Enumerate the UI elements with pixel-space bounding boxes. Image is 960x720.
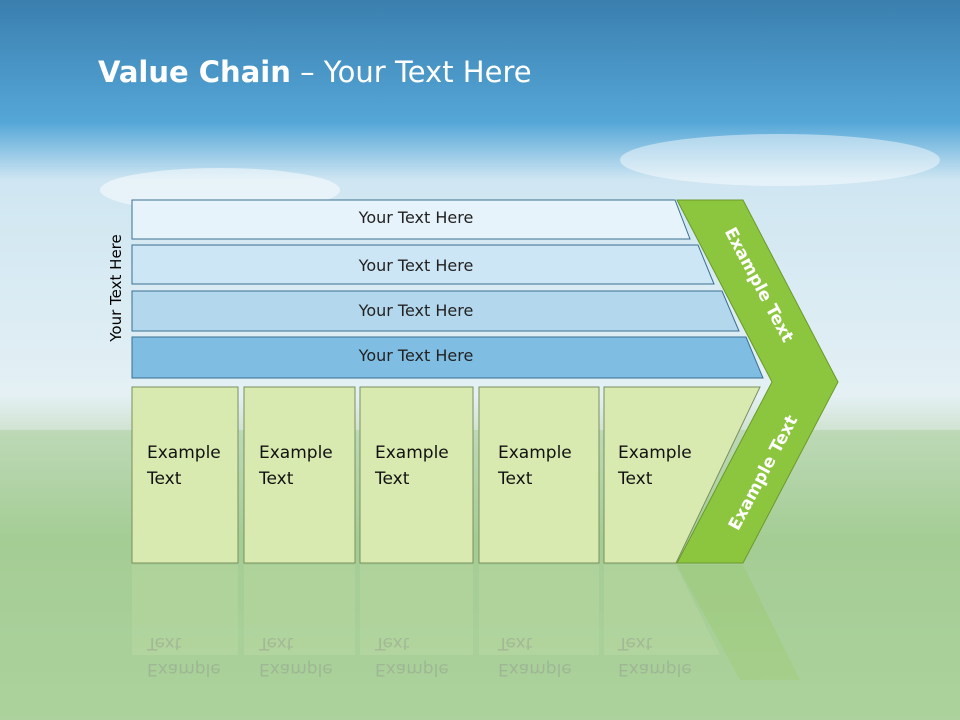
reflection-box-3 xyxy=(360,565,473,655)
box-shape-3 xyxy=(359,386,474,564)
title-rest: – Your Text Here xyxy=(290,55,532,89)
row-label-1: Your Text Here xyxy=(358,208,474,227)
box-shape-5 xyxy=(603,386,761,564)
reflection-box-1 xyxy=(132,565,238,655)
page-title: Value Chain – Your Text Here xyxy=(98,55,532,89)
chevron-arrow xyxy=(676,199,839,564)
reflection-box-2 xyxy=(244,565,355,655)
box-shape-2 xyxy=(243,386,356,564)
row-shape-1 xyxy=(131,199,691,240)
row-shape-2 xyxy=(131,244,715,285)
reflection-box-5 xyxy=(604,565,720,655)
row-label-3: Your Text Here xyxy=(358,301,474,320)
row-shape-4 xyxy=(131,336,764,379)
row-label-2: Your Text Here xyxy=(358,256,474,275)
row-shape-3 xyxy=(131,290,740,332)
box-shape-4 xyxy=(478,386,600,564)
reflection-chevron xyxy=(677,565,800,680)
row-label-4: Your Text Here xyxy=(358,346,474,365)
box-shape-1 xyxy=(131,386,239,564)
title-bold: Value Chain xyxy=(98,55,291,89)
reflection-box-4 xyxy=(479,565,599,655)
